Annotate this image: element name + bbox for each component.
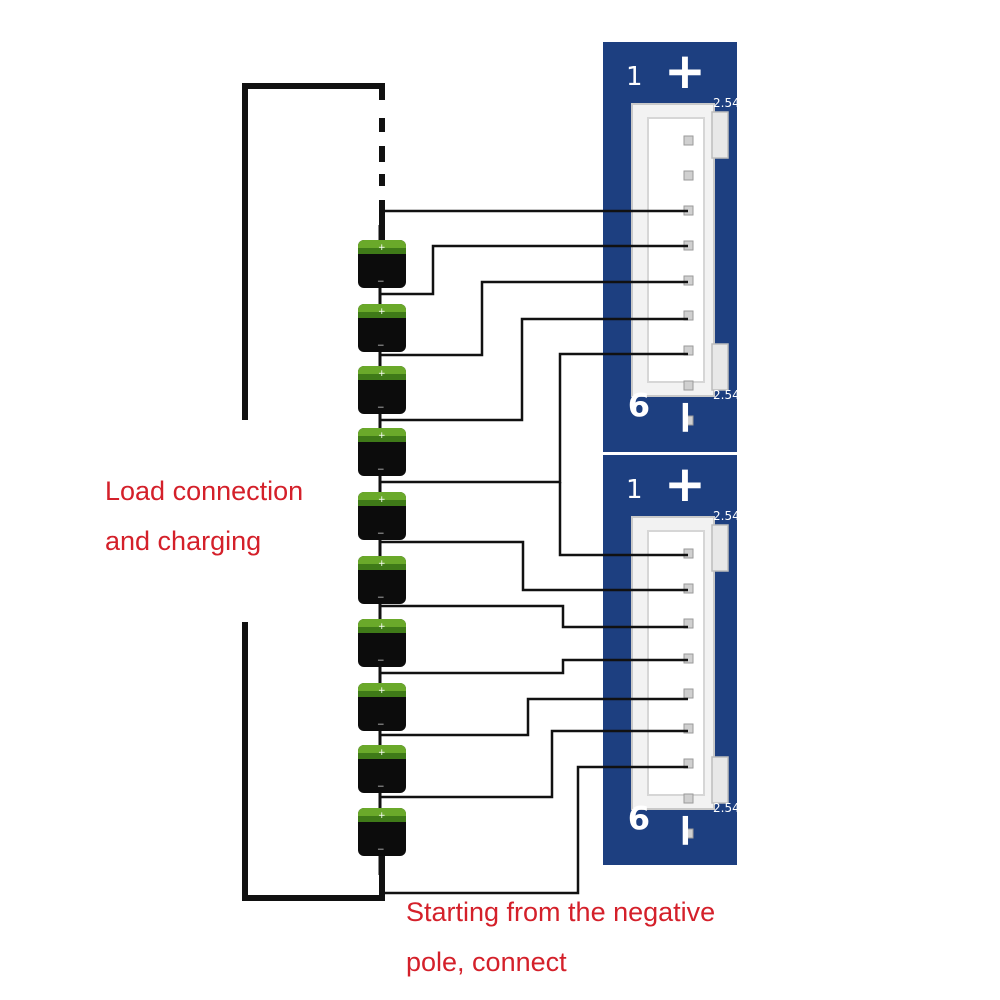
cell-minus-label: − [377, 277, 385, 287]
header-latch-bottom [711, 343, 729, 391]
cell-cap-band [358, 500, 406, 506]
jst-header-slot [647, 530, 705, 796]
cell-cap-band [358, 564, 406, 570]
header-pin [683, 548, 694, 559]
header-pin [683, 653, 694, 664]
cell-plus-label: + [378, 748, 386, 758]
battery-cell-9: +− [358, 745, 406, 793]
header-pin [683, 793, 694, 804]
balance-wire-4 [380, 317, 688, 422]
battery-cell-6: +− [358, 556, 406, 604]
load-positive-lead [242, 83, 385, 420]
pin-9-number: 9 [628, 385, 650, 423]
load-loop [242, 83, 385, 901]
header-pin [683, 723, 694, 734]
pitch-label-bottom: 2.54 [713, 801, 740, 815]
cell-cap-band [358, 691, 406, 697]
balance-wires [380, 209, 688, 895]
load-caption-line-1: Load connection [105, 476, 304, 506]
cell-cap-band [358, 312, 406, 318]
balance-wire-6 [558, 482, 688, 557]
pitch-label-top: 2.54 [713, 96, 740, 110]
cell-minus-label: − [377, 656, 385, 666]
cell-plus-label: + [378, 307, 386, 317]
battery-cell-5: +− [358, 492, 406, 540]
pitch-label-bottom: 2.54 [713, 388, 740, 402]
header-pin [683, 135, 694, 146]
cell-minus-label: − [377, 341, 385, 351]
pin-9-number: 9 [628, 798, 650, 836]
cell-minus-label: − [377, 845, 385, 855]
header-latch-bottom [711, 756, 729, 804]
cell-minus-label: − [377, 782, 385, 792]
negative-caption-line-2: pole, connect [406, 947, 567, 977]
cell-cap-band [358, 248, 406, 254]
cell-cap-band [358, 374, 406, 380]
header-pin [683, 380, 694, 391]
connector-boards: 1+9−2.542.541+9−2.542.54 [603, 42, 740, 865]
cell-plus-label: + [378, 622, 386, 632]
connector-board-1: 1+9−2.542.54 [603, 42, 740, 452]
header-pin [683, 618, 694, 629]
balance-wire-3 [380, 280, 688, 357]
battery-cell-10: +− [358, 808, 406, 856]
balance-wire-8 [380, 604, 688, 629]
cell-minus-label: − [377, 465, 385, 475]
pin-1-number: 1 [626, 62, 643, 92]
header-pin [683, 170, 694, 181]
balance-wire-5 [380, 352, 688, 484]
balance-wire-12 [385, 765, 688, 895]
header-latch-top [711, 524, 729, 572]
cell-plus-label: + [378, 559, 386, 569]
cell-minus-label: − [377, 720, 385, 730]
header-latch-top [711, 111, 729, 159]
cell-minus-label: − [377, 593, 385, 603]
header-pin [683, 583, 694, 594]
cell-plus-label: + [378, 369, 386, 379]
jst-header-slot [647, 117, 705, 383]
balance-wire-2 [380, 244, 688, 296]
battery-cell-8: +− [358, 683, 406, 731]
header-pin [683, 688, 694, 699]
cell-minus-label: − [377, 529, 385, 539]
cell-minus-label: − [377, 403, 385, 413]
cell-cap-band [358, 627, 406, 633]
battery-cells: +−+−+−+−+−+−+−+−+−+− [358, 225, 406, 875]
header-pin [683, 828, 694, 839]
positive-sign-label: + [664, 455, 706, 513]
cell-plus-label: + [378, 431, 386, 441]
positive-sign-label: + [664, 42, 706, 100]
pitch-label-top: 2.54 [713, 509, 740, 523]
balance-wire-11 [380, 729, 688, 799]
header-pin [683, 310, 694, 321]
header-pin [683, 345, 694, 356]
battery-cell-1: +− [358, 240, 406, 288]
balance-wire-9 [380, 658, 688, 675]
negative-caption-line-1: Starting from the negative [406, 897, 716, 927]
cell-cap-band [358, 816, 406, 822]
balance-wire-10 [380, 697, 688, 737]
cell-plus-label: + [378, 243, 386, 253]
load-negative-lead [242, 622, 385, 901]
cell-plus-label: + [378, 686, 386, 696]
negative-sign-label: − [660, 811, 714, 850]
header-pin [683, 415, 694, 426]
header-pin [683, 758, 694, 769]
balance-wire-7 [380, 540, 688, 592]
negative-sign-label: − [660, 398, 714, 437]
battery-cell-7: +− [358, 619, 406, 667]
pin-1-number: 1 [626, 475, 643, 505]
battery-cell-2: +− [358, 304, 406, 352]
header-pin [683, 275, 694, 286]
cell-cap-band [358, 753, 406, 759]
battery-cell-4: +− [358, 428, 406, 476]
cell-plus-label: + [378, 495, 386, 505]
cell-cap-band [358, 436, 406, 442]
battery-cell-3: +− [358, 366, 406, 414]
load-caption-line-2: and charging [105, 526, 262, 556]
cell-plus-label: + [378, 811, 386, 821]
